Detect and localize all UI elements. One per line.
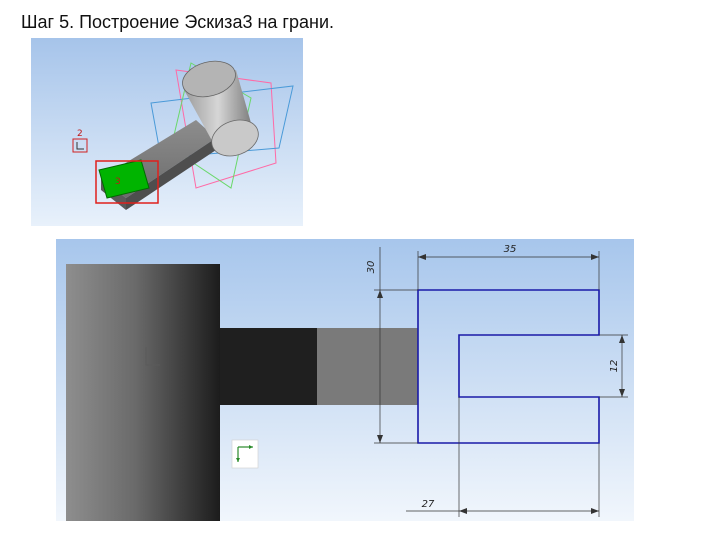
viewport-background — [31, 38, 303, 226]
sketch-viewport[interactable]: 30 35 12 27 — [56, 239, 634, 521]
arm-face-segment[interactable] — [317, 328, 418, 405]
dimension-30[interactable]: 30 — [366, 247, 418, 444]
dimension-27-label: 27 — [422, 499, 435, 510]
selected-face[interactable] — [98, 159, 150, 199]
face-selection-frame — [95, 160, 159, 204]
sketch-icon — [76, 142, 84, 150]
dimension-35-label: 35 — [504, 244, 517, 255]
arm-bottom — [126, 138, 216, 210]
dimension-30-label: 30 — [366, 261, 377, 274]
cylinder-side-view[interactable] — [66, 264, 220, 521]
face-badge: 3 — [115, 177, 121, 187]
cylinder-top-face — [182, 60, 236, 98]
dimension-12[interactable]: 12 — [599, 334, 628, 398]
plane-frame-blue — [150, 85, 294, 159]
origin-mark-icon — [145, 347, 160, 366]
arm-dark-segment[interactable] — [220, 328, 317, 405]
axes-indicator-icon — [231, 439, 259, 469]
tree-marker-box[interactable] — [72, 138, 88, 153]
model-viewport-3d[interactable]: 3 2 — [31, 38, 303, 226]
dimension-35[interactable]: 35 — [417, 244, 600, 290]
step-title: Шаг 5. Построение Эскиза3 на грани. — [21, 12, 334, 32]
tree-label: 2 — [77, 129, 83, 139]
dimension-27[interactable]: 27 — [406, 397, 600, 517]
dimension-12-label: 12 — [609, 360, 620, 373]
cylinder-end-face[interactable] — [207, 114, 264, 162]
